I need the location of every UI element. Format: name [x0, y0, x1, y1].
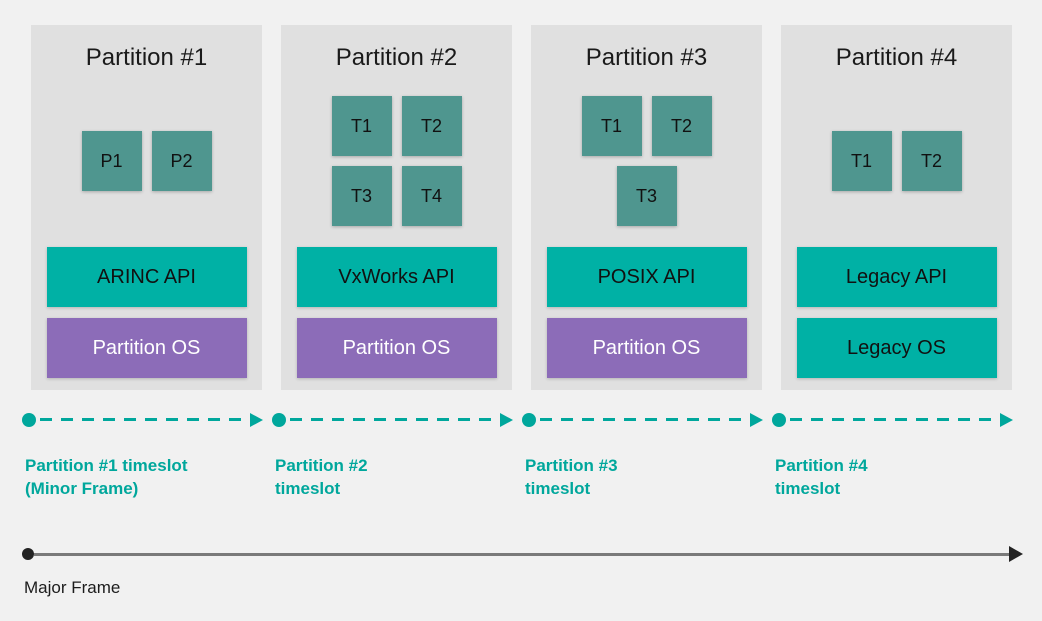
arrowhead-icon	[250, 412, 263, 427]
timeslot-1-label: Partition #1 timeslot (Minor Frame)	[25, 454, 262, 500]
dashed-line	[290, 418, 498, 421]
timeslot-2-label: Partition #2 timeslot	[275, 454, 512, 500]
timeslot-label-line: Partition #3	[525, 456, 618, 475]
task-box-t1: T1	[331, 96, 392, 156]
partition-panel-4: Partition #4 T1 T2 Legacy API Legacy OS	[781, 25, 1012, 390]
dashed-line	[40, 418, 248, 421]
partition-2-tasks: T1 T2 T3 T4	[331, 96, 462, 226]
major-frame-line	[34, 552, 1009, 556]
partition-panel-1: Partition #1 P1 P2 ARINC API Partition O…	[31, 25, 262, 390]
task-box-t2: T2	[401, 96, 462, 156]
task-box-t1: T1	[581, 96, 642, 156]
timeslot-4-dashed-arrow	[772, 412, 1013, 427]
task-row: T1 T2	[831, 131, 962, 191]
os-bar-legacy-os: Legacy OS	[796, 318, 997, 378]
timeslot-4: Partition #4 timeslot	[772, 412, 1013, 500]
partition-panels: Partition #1 P1 P2 ARINC API Partition O…	[31, 25, 1012, 390]
api-bar-posix: POSIX API	[546, 247, 747, 307]
timeslot-label-line: Partition #2	[275, 456, 368, 475]
partition-panel-3: Partition #3 T1 T2 T3 POSIX API Partitio…	[531, 25, 762, 390]
process-box-p1: P1	[81, 131, 142, 191]
timeslot-start-dot-icon	[522, 412, 536, 427]
timeslot-row: Partition #1 timeslot (Minor Frame) Part…	[22, 412, 1013, 500]
major-frame-arrow	[22, 546, 1023, 562]
timeslot-4-label: Partition #4 timeslot	[775, 454, 1012, 500]
task-box-t3: T3	[616, 166, 677, 226]
dashed-line	[540, 418, 748, 421]
partition-panel-2: Partition #2 T1 T2 T3 T4 VxWorks API Par…	[281, 25, 512, 390]
timeslot-start-dot-icon	[22, 412, 36, 427]
major-frame-label: Major Frame	[24, 578, 121, 597]
task-box-t2: T2	[651, 96, 712, 156]
api-bar-legacy: Legacy API	[796, 247, 997, 307]
timeslot-label-line: (Minor Frame)	[25, 479, 139, 498]
dashed-line	[790, 418, 998, 421]
partition-4-title: Partition #4	[835, 44, 958, 71]
timeslot-label-line: Partition #4	[775, 456, 868, 475]
timeslot-2: Partition #2 timeslot	[272, 412, 513, 500]
arrowhead-icon	[750, 412, 763, 427]
process-box-p2: P2	[151, 131, 212, 191]
os-bar-partition-os: Partition OS	[296, 318, 497, 378]
timeslot-3-dashed-arrow	[522, 412, 763, 427]
partition-1-title: Partition #1	[85, 44, 208, 71]
task-row: T1 T2	[331, 96, 462, 156]
timeslot-label-line: timeslot	[275, 479, 341, 498]
timeslot-2-dashed-arrow	[272, 412, 513, 427]
task-row: T3	[582, 166, 712, 226]
partition-4-tasks: T1 T2	[831, 96, 962, 226]
timeslot-3-label: Partition #3 timeslot	[525, 454, 762, 500]
task-row: P1 P2	[81, 131, 212, 191]
timeslot-1: Partition #1 timeslot (Minor Frame)	[22, 412, 263, 500]
task-row: T3 T4	[331, 166, 462, 226]
arrowhead-icon	[500, 412, 513, 427]
timeslot-1-dashed-arrow	[22, 412, 263, 427]
timeslot-3: Partition #3 timeslot	[522, 412, 763, 500]
partition-2-title: Partition #2	[335, 44, 458, 71]
task-box-t3: T3	[331, 166, 392, 226]
task-box-t1: T1	[831, 131, 892, 191]
task-row: T1 T2	[581, 96, 712, 156]
api-bar-vxworks: VxWorks API	[296, 247, 497, 307]
task-box-t2: T2	[901, 131, 962, 191]
major-frame-arrowhead-icon	[1009, 546, 1023, 562]
os-bar-partition-os: Partition OS	[46, 318, 247, 378]
partition-3-title: Partition #3	[585, 44, 708, 71]
partition-3-tasks: T1 T2 T3	[581, 96, 712, 226]
timeslot-label-line: timeslot	[525, 479, 591, 498]
task-box-t4: T4	[401, 166, 462, 226]
major-frame-start-dot-icon	[22, 548, 34, 560]
timeslot-start-dot-icon	[272, 412, 286, 427]
arrowhead-icon	[1000, 412, 1013, 427]
timeslot-label-line: Partition #1 timeslot	[25, 456, 188, 475]
timeslot-label-line: timeslot	[775, 479, 841, 498]
os-bar-partition-os: Partition OS	[546, 318, 747, 378]
timeslot-start-dot-icon	[772, 412, 786, 427]
partition-1-tasks: P1 P2	[81, 96, 212, 226]
api-bar-arinc: ARINC API	[46, 247, 247, 307]
